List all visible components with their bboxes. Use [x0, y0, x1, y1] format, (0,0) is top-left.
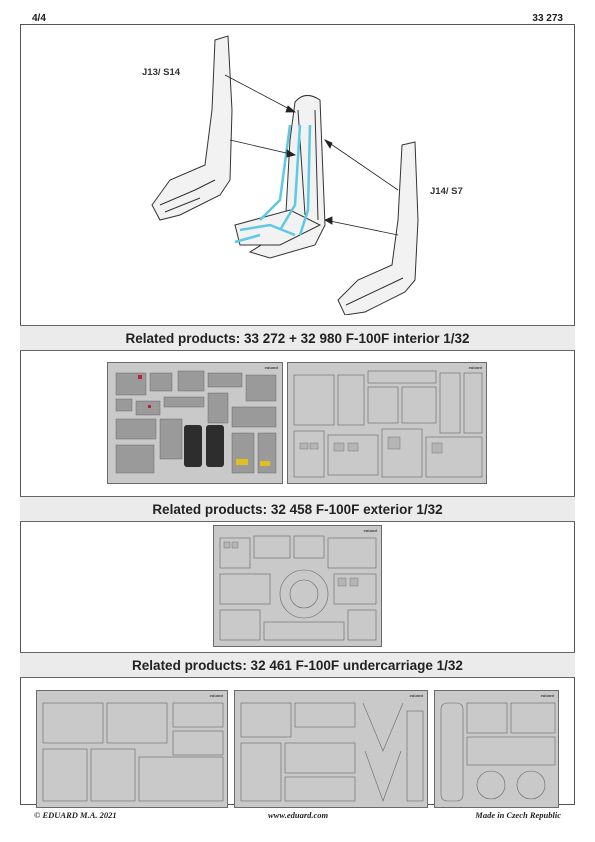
sheet-parts [42, 702, 224, 802]
sheet-brand-label: eduard [209, 693, 223, 698]
footer-made-in: Made in Czech Republic [475, 810, 561, 820]
page-number: 4/4 [32, 13, 46, 24]
sheet-brand-label: eduard [540, 693, 554, 698]
sheet-brand-label: eduard [363, 528, 377, 533]
sheet-brand-label: eduard [409, 693, 423, 698]
interior-photoetch-sheet: eduard [287, 362, 487, 484]
sheet-brand-label: eduard [468, 365, 482, 370]
related-products-banner-exterior: Related products: 32 458 F-100F exterior… [20, 496, 575, 522]
sheet-parts [115, 370, 277, 474]
seat-assembly-figure [120, 30, 460, 316]
undercarriage-photoetch-sheet-2: eduard [234, 690, 428, 808]
undercarriage-photoetch-sheet-1: eduard [36, 690, 228, 808]
interior-photoetch-sheet-color: eduard [107, 362, 283, 484]
footer-url[interactable]: www.eduard.com [268, 810, 329, 820]
right-rail-part [337, 141, 419, 316]
related-products-banner-interior: Related products: 33 272 + 32 980 F-100F… [20, 325, 575, 351]
sheet-parts [440, 702, 556, 802]
product-code: 33 273 [532, 13, 563, 24]
seat-drawing [151, 35, 419, 316]
undercarriage-photoetch-sheet-3: eduard [434, 690, 559, 808]
exterior-photoetch-sheet: eduard [213, 525, 382, 647]
callout-right: J14/ S7 [430, 186, 463, 197]
related-products-banner-undercarriage: Related products: 32 461 F-100F undercar… [20, 652, 575, 678]
sheet-parts [293, 370, 483, 478]
sheet-brand-label: eduard [264, 365, 278, 370]
footer-copyright: © EDUARD M.A. 2021 [34, 810, 117, 820]
callout-left: J13/ S14 [142, 67, 181, 78]
sheet-parts [240, 702, 424, 802]
sheet-parts [219, 535, 377, 641]
left-rail-part [151, 35, 233, 221]
